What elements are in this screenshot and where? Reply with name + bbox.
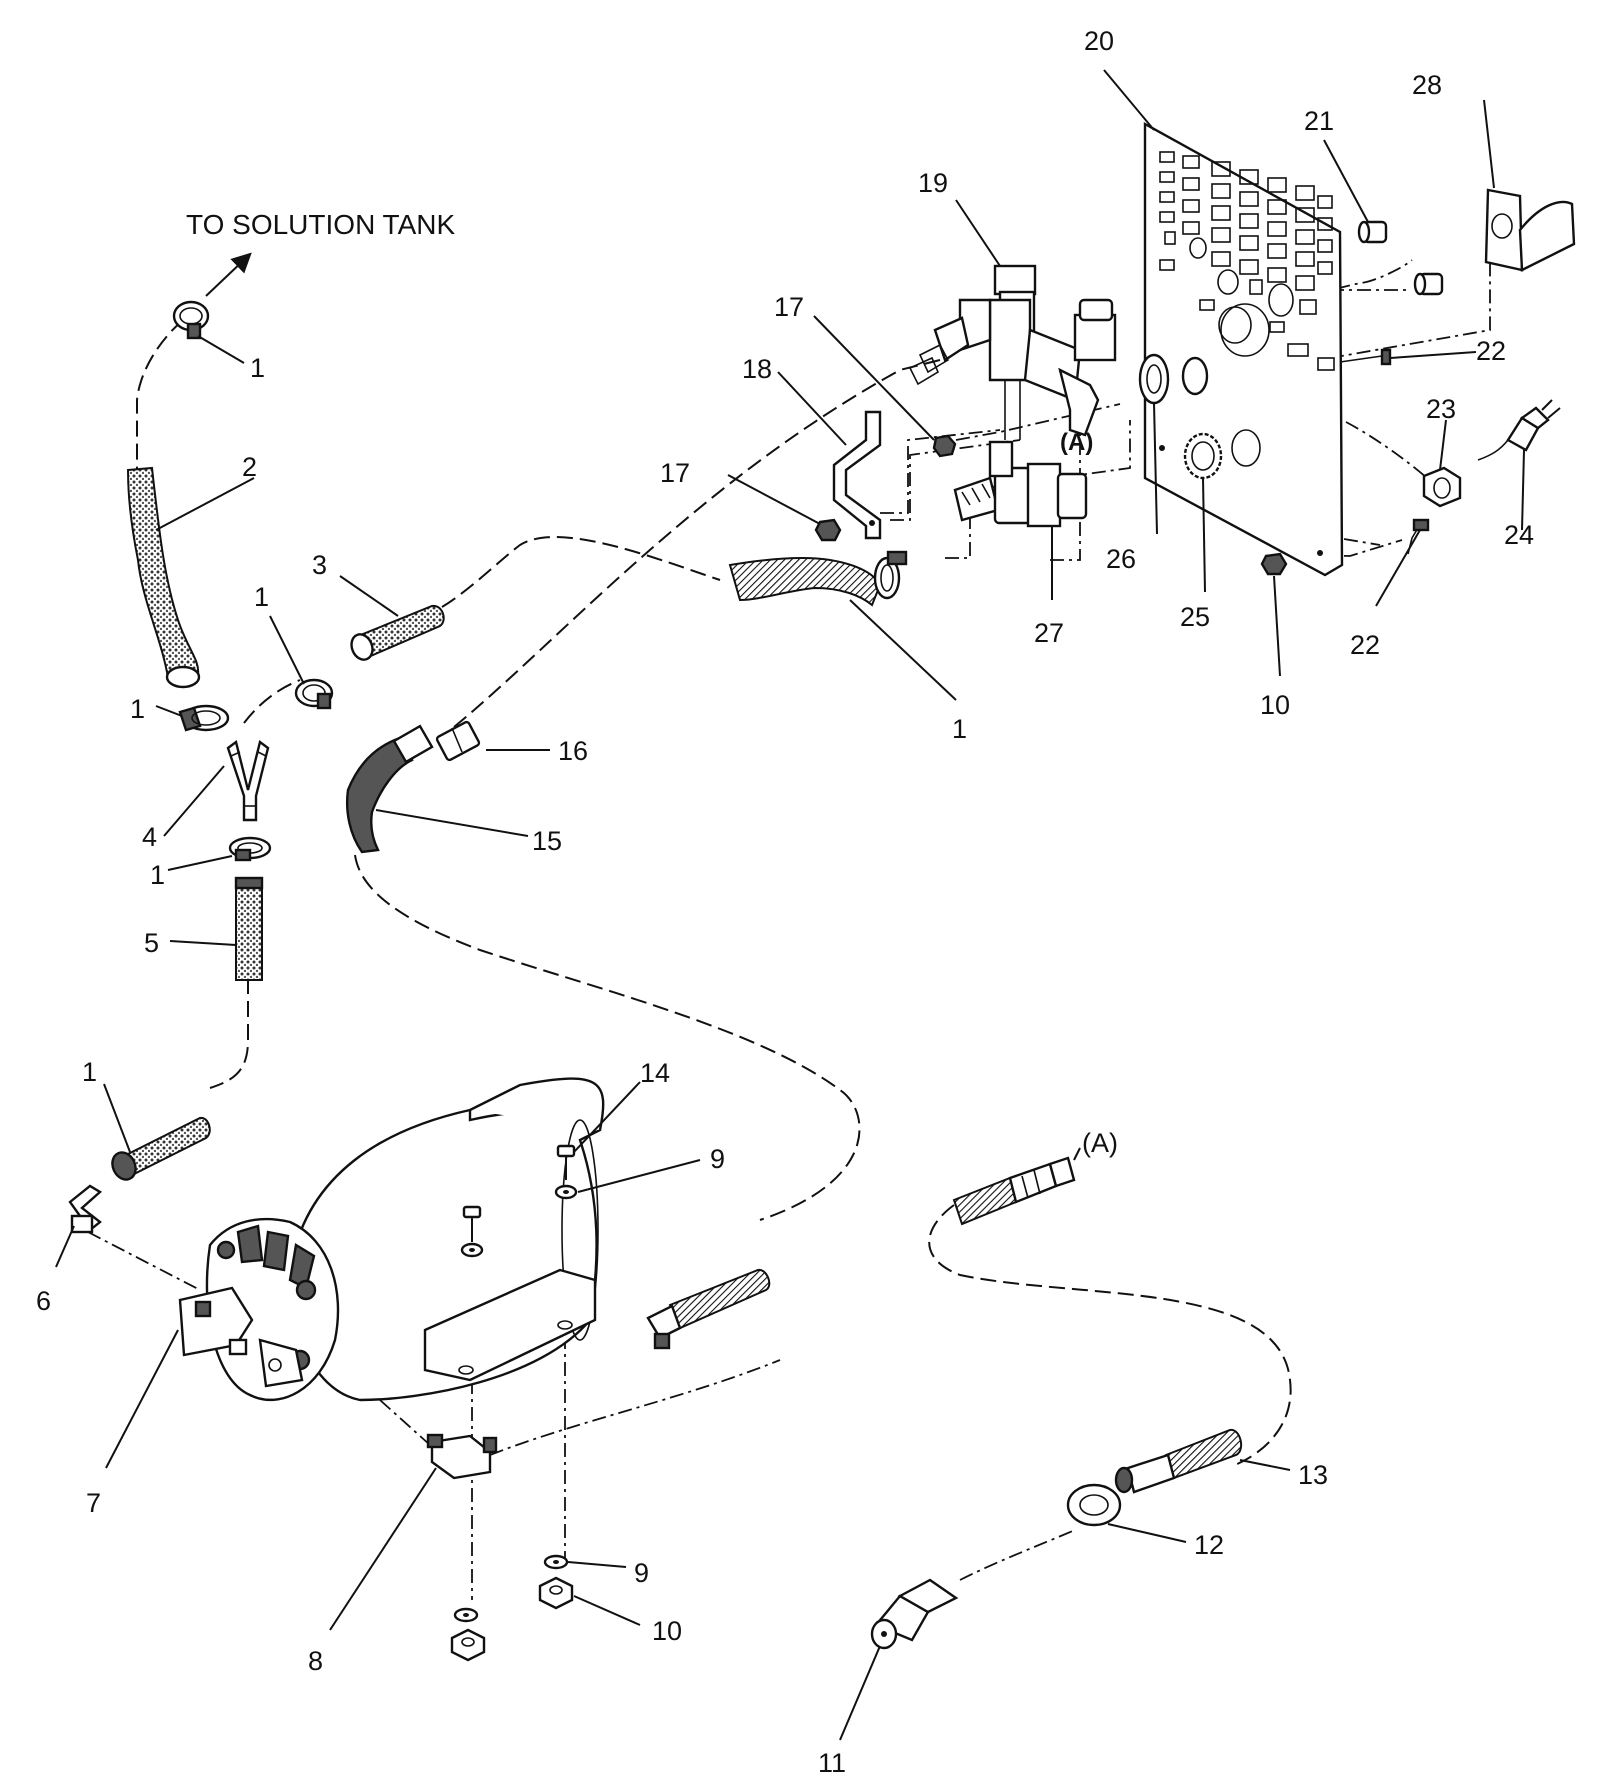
hose-1-lower — [111, 1116, 211, 1181]
callout-24: 24 — [1504, 520, 1534, 550]
callout-26: 26 — [1106, 544, 1136, 574]
callout-27: 27 — [1034, 618, 1064, 648]
nut-23 — [1422, 466, 1462, 508]
callout-9-lower: 9 — [634, 1558, 649, 1588]
callout-1-mid: 1 — [254, 582, 269, 612]
callout-1-below-wye: 1 — [150, 860, 165, 890]
pump-motor — [178, 1077, 605, 1402]
bracket-18 — [832, 410, 882, 540]
leader-lines — [55, 69, 1525, 1741]
hose-2 — [126, 466, 201, 689]
callout-11: 11 — [818, 1748, 846, 1778]
callout-13: 13 — [1298, 1460, 1328, 1490]
callout-20: 20 — [1084, 26, 1114, 56]
panel-20 — [1143, 121, 1344, 577]
valve-assembly-19 — [908, 264, 1117, 440]
clamp-top — [172, 300, 210, 340]
hose-15 — [345, 724, 434, 854]
heading-to-solution-tank: TO SOLUTION TANK — [186, 209, 455, 240]
arrow-to-solution-tank — [205, 252, 252, 297]
washer-9-upper — [554, 1184, 578, 1200]
callout-6: 6 — [36, 1286, 51, 1316]
callout-8: 8 — [308, 1646, 323, 1676]
nut-10-lower — [538, 1576, 574, 1610]
callout-12: 12 — [1194, 1530, 1224, 1560]
callout-9-upper: 9 — [710, 1144, 725, 1174]
callout-14: 14 — [640, 1058, 670, 1088]
callout-1-lower: 1 — [82, 1057, 97, 1087]
callout-21: 21 — [1304, 106, 1334, 136]
bolt-center — [462, 1205, 482, 1242]
clamp-mid-upper — [294, 678, 334, 710]
callout-7: 7 — [86, 1488, 101, 1518]
hose-upper-knurled — [728, 556, 882, 607]
callout-10-lower: 10 — [652, 1616, 682, 1646]
nut-17-lower — [814, 518, 842, 542]
callout-10-panel: 10 — [1260, 690, 1290, 720]
switch-24 — [1477, 399, 1561, 461]
callout-1-right: 1 — [952, 714, 967, 744]
panel-holes — [1159, 151, 1335, 467]
connector-a-hose: (A) — [1082, 1128, 1118, 1158]
callout-25: 25 — [1180, 602, 1210, 632]
elbow-6 — [68, 1184, 103, 1234]
connector-a-valve: (A) — [1060, 429, 1093, 456]
bracket-28 — [1484, 188, 1576, 272]
callout-22-upper: 22 — [1476, 336, 1506, 366]
elbow-8 — [426, 1433, 498, 1480]
clamp-below-wye — [228, 836, 272, 862]
callout-17-lower: 17 — [660, 458, 690, 488]
hose-5 — [234, 876, 264, 981]
callout-28: 28 — [1412, 70, 1442, 100]
callout-19: 19 — [918, 168, 948, 198]
callout-2: 2 — [242, 452, 257, 482]
clamp-right — [873, 550, 908, 600]
wye-fitting-4 — [226, 739, 270, 822]
fitting-16 — [435, 720, 481, 762]
washer-9-lower — [543, 1554, 569, 1570]
callout-3: 3 — [312, 550, 327, 580]
callout-22-lower: 22 — [1350, 630, 1380, 660]
lock-nut-25 — [1183, 432, 1223, 480]
spacer-21-lower — [1413, 272, 1444, 296]
washer-lower-left — [453, 1607, 479, 1623]
callout-5: 5 — [144, 928, 159, 958]
clamp-left — [178, 704, 230, 732]
nut-17-upper — [932, 434, 957, 458]
screw-22-lower — [1407, 518, 1430, 555]
spacer-21-top — [1357, 220, 1388, 244]
washer-center — [460, 1242, 484, 1258]
nozzle-11 — [870, 1578, 959, 1650]
callout-labels: 1 2 3 1 1 4 1 5 1 6 7 8 14 9 9 10 11 12 … — [36, 26, 1534, 1778]
hose-a-upper — [952, 1156, 1076, 1226]
callout-17-upper: 17 — [774, 292, 804, 322]
washer-12 — [1066, 1483, 1122, 1527]
hose-from-elbow — [646, 1268, 771, 1350]
barb-fitting-27 — [953, 440, 1088, 528]
callout-1-top: 1 — [250, 353, 265, 383]
callout-15: 15 — [532, 826, 562, 856]
hose-13 — [1114, 1428, 1243, 1494]
hose-3 — [350, 604, 445, 661]
callout-1-left: 1 — [130, 694, 145, 724]
callout-23: 23 — [1426, 394, 1456, 424]
callout-16: 16 — [558, 736, 588, 766]
nut-lower-left — [450, 1628, 486, 1662]
callout-4: 4 — [142, 822, 157, 852]
callout-18: 18 — [742, 354, 772, 384]
nut-10-panel — [1260, 552, 1288, 576]
